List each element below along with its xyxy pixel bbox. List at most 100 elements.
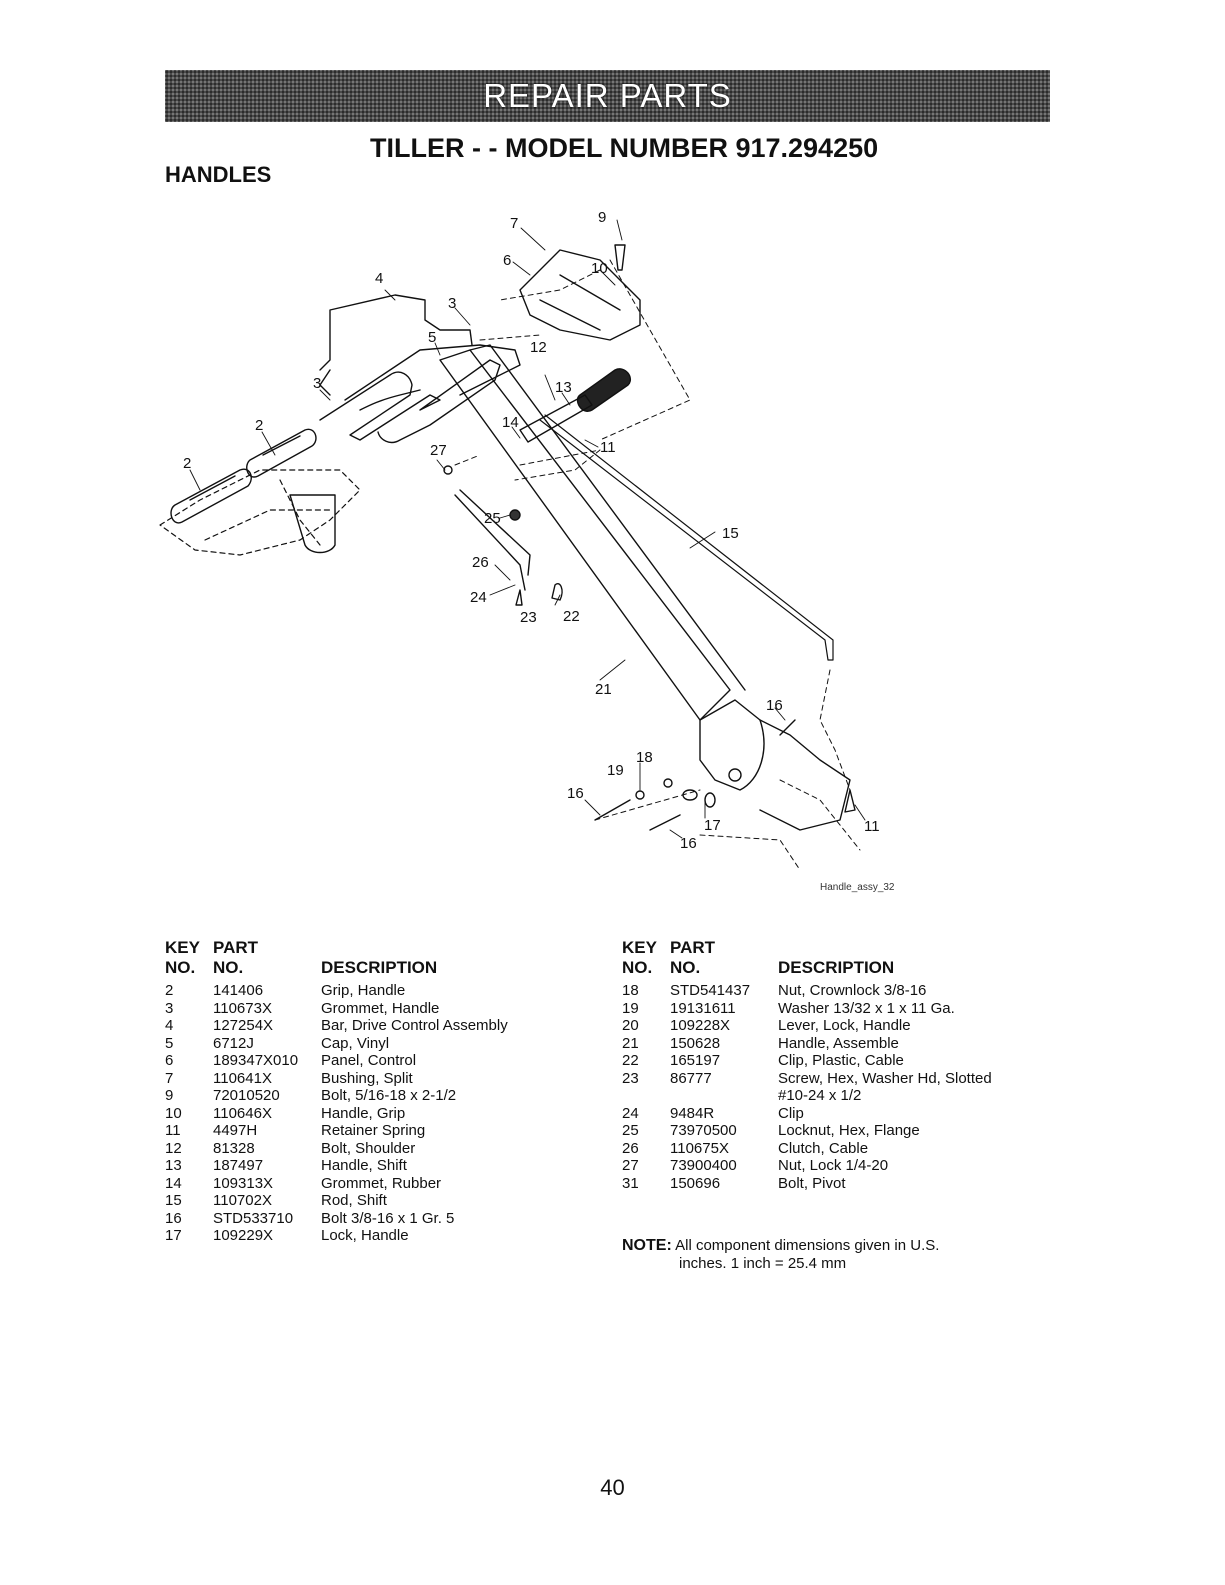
part-no: 110641X <box>213 1069 272 1087</box>
table-row: 22 165197 Clip, Plastic, Cable <box>622 1052 992 1070</box>
handle-tube <box>289 494 336 554</box>
part-no: 73900400 <box>670 1157 737 1174</box>
callout-17: 17 <box>704 817 721 834</box>
part-no: 6712J <box>213 1034 254 1052</box>
description: Retainer Spring <box>321 1122 426 1139</box>
table-header-row1: KEY PART <box>622 938 716 957</box>
part-no: 110673X <box>213 999 272 1017</box>
key-no: 26 <box>622 1139 639 1157</box>
description: Washer 13/32 x 1 x 11 Ga. <box>778 999 955 1017</box>
callout-3-left: 3 <box>313 375 321 392</box>
part-no: 72010520 <box>213 1087 280 1104</box>
callout-27: 27 <box>430 442 447 459</box>
handle-loop <box>319 359 501 444</box>
part-no: 110675X <box>670 1139 729 1157</box>
description: Bolt, 5/16-18 x 2-1/2 <box>321 1087 457 1104</box>
part-no: 109313X <box>213 1174 274 1192</box>
description: Grip, Handle <box>321 982 406 999</box>
table-header-row1: KEY PART <box>165 938 259 957</box>
section-title: HANDLES <box>165 162 272 187</box>
key-no: 6 <box>165 1052 174 1069</box>
note-line2: inches. 1 inch = 25.4 mm <box>679 1255 847 1272</box>
shift-handle-grip <box>576 368 632 412</box>
callout-26: 26 <box>472 554 489 571</box>
key-no: 22 <box>622 1052 639 1069</box>
part-no: 110646X <box>213 1104 272 1122</box>
description: Bolt, Shoulder <box>321 1139 416 1157</box>
part-no: STD533710 <box>213 1209 294 1227</box>
tiller-body-outline <box>159 469 361 556</box>
table-row: 7 110641X Bushing, Split <box>165 1070 508 1088</box>
key-no: 20 <box>622 1017 639 1034</box>
key-no: 21 <box>622 1034 639 1052</box>
handle-assembly-diagram: 7 9 6 4 3 5 4 10 12 13 3 2 14 2 11 27 25… <box>159 209 895 893</box>
handle-shaft <box>439 349 731 721</box>
callout-16-top: 16 <box>766 697 783 714</box>
table-row: 9 72010520 Bolt, 5/16-18 x 2-1/2 <box>165 1087 508 1105</box>
table-row: 5 6712J Cap, Vinyl <box>165 1035 508 1053</box>
description: Panel, Control <box>321 1052 417 1069</box>
callout-13: 13 <box>555 379 572 396</box>
description: Bushing, Split <box>321 1069 413 1087</box>
callout-10: 10 <box>591 260 608 277</box>
table-row: 26 110675X Clutch, Cable <box>622 1140 992 1158</box>
table-header-row2: NO. NO. DESCRIPTION <box>165 958 438 977</box>
callout-16-left: 16 <box>567 785 584 802</box>
key-no <box>622 1087 670 1105</box>
part-no: 127254X <box>213 1017 274 1034</box>
description: Cap, Vinyl <box>321 1034 390 1052</box>
table-row: #10-24 x 1/2 <box>622 1087 992 1105</box>
key-no: 9 <box>165 1087 174 1104</box>
callout-25: 25 <box>484 510 501 527</box>
callout-15: 15 <box>722 525 739 542</box>
key-no: 18 <box>622 982 639 999</box>
callout-7: 7 <box>510 215 518 232</box>
table-header-row2: NO. NO. DESCRIPTION <box>622 958 895 977</box>
part-no: 110702X <box>213 1192 272 1209</box>
key-no: 31 <box>622 1174 639 1192</box>
description: Lock, Handle <box>321 1227 409 1244</box>
description: Handle, Assemble <box>778 1034 899 1052</box>
key-no: 17 <box>165 1227 182 1244</box>
note-label: NOTE: <box>622 1237 672 1254</box>
key-no: 24 <box>622 1104 639 1122</box>
callout-16-bottom: 16 <box>680 835 697 852</box>
callout-2-upper: 2 <box>255 417 263 434</box>
description: Locknut, Hex, Flange <box>778 1122 920 1139</box>
shift-rod <box>539 414 834 661</box>
part-no: 9484R <box>670 1104 715 1122</box>
description: Bolt, Pivot <box>778 1174 846 1192</box>
part-no: 81328 <box>213 1139 255 1157</box>
banner-title: REPAIR PARTS <box>483 77 732 114</box>
table-row: 21 150628 Handle, Assemble <box>622 1035 992 1053</box>
key-no: 3 <box>165 999 174 1017</box>
callout-21: 21 <box>595 681 612 698</box>
note-line1: All component dimensions given in U.S. <box>675 1237 940 1254</box>
key-no: 7 <box>165 1069 174 1087</box>
part-no: 165197 <box>670 1052 721 1069</box>
key-no: 5 <box>165 1034 174 1052</box>
callout-11-bottom: 11 <box>864 818 880 835</box>
description: Clutch, Cable <box>778 1139 869 1157</box>
part-no <box>670 1087 778 1105</box>
callout-5: 5 <box>428 329 436 346</box>
drive-control-bar <box>319 294 473 371</box>
callout-24: 24 <box>470 589 487 606</box>
description: Clip, Plastic, Cable <box>778 1052 904 1069</box>
repair-parts-banner: REPAIR PARTS <box>165 70 1050 122</box>
part-no: 4497H <box>213 1122 258 1139</box>
part-no: 150628 <box>670 1034 721 1052</box>
key-no: 12 <box>165 1139 182 1157</box>
